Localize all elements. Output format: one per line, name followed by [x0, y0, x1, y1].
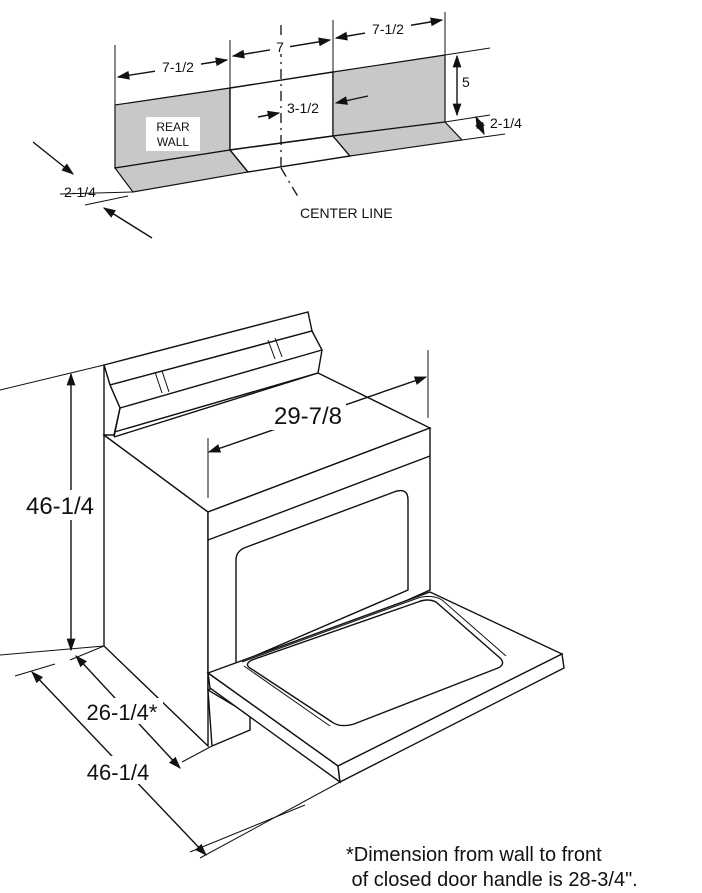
range-front-face — [207, 426, 431, 692]
dim-left-width: 7-1/2 — [162, 59, 194, 75]
range-diagram: 29-7/8 46-1/4 26-1/4* 46-1/4 — [0, 311, 565, 859]
dim-center-offset: 3-1/2 — [287, 100, 319, 116]
footnote-line2: of closed door handle is 28-3/4". — [346, 869, 638, 891]
oven-door-inner-panel — [246, 599, 504, 727]
dim-depth-left: 2-1/4 — [64, 184, 96, 200]
dim-range-height: 46-1/4 — [26, 493, 94, 520]
backguard — [103, 311, 324, 438]
dim-depth-right: 2-1/4 — [490, 115, 522, 131]
dim-right-width: 7-1/2 — [372, 21, 404, 37]
rear-wall-label-line1: REAR — [156, 120, 190, 134]
dim-range-width: 29-7/8 — [274, 403, 342, 430]
dim-range-depth: 26-1/4* — [87, 700, 158, 725]
footnote: *Dimension from wall to front of closed … — [346, 843, 638, 893]
dim-center-width: 7 — [276, 39, 284, 55]
rear-wall-label-box — [146, 117, 200, 151]
dim-range-depth-open: 46-1/4 — [87, 760, 149, 785]
oven-window — [235, 489, 409, 666]
dim-height: 5 — [462, 74, 470, 90]
rear-wall-label-line2: WALL — [157, 135, 190, 149]
footnote-line1: *Dimension from wall to front — [346, 844, 602, 866]
wall-clearance-diagram: REAR WALL CENTER LINE 7-1/2 7 7-1/2 5 — [32, 12, 522, 239]
center-line-label: CENTER LINE — [300, 205, 393, 221]
